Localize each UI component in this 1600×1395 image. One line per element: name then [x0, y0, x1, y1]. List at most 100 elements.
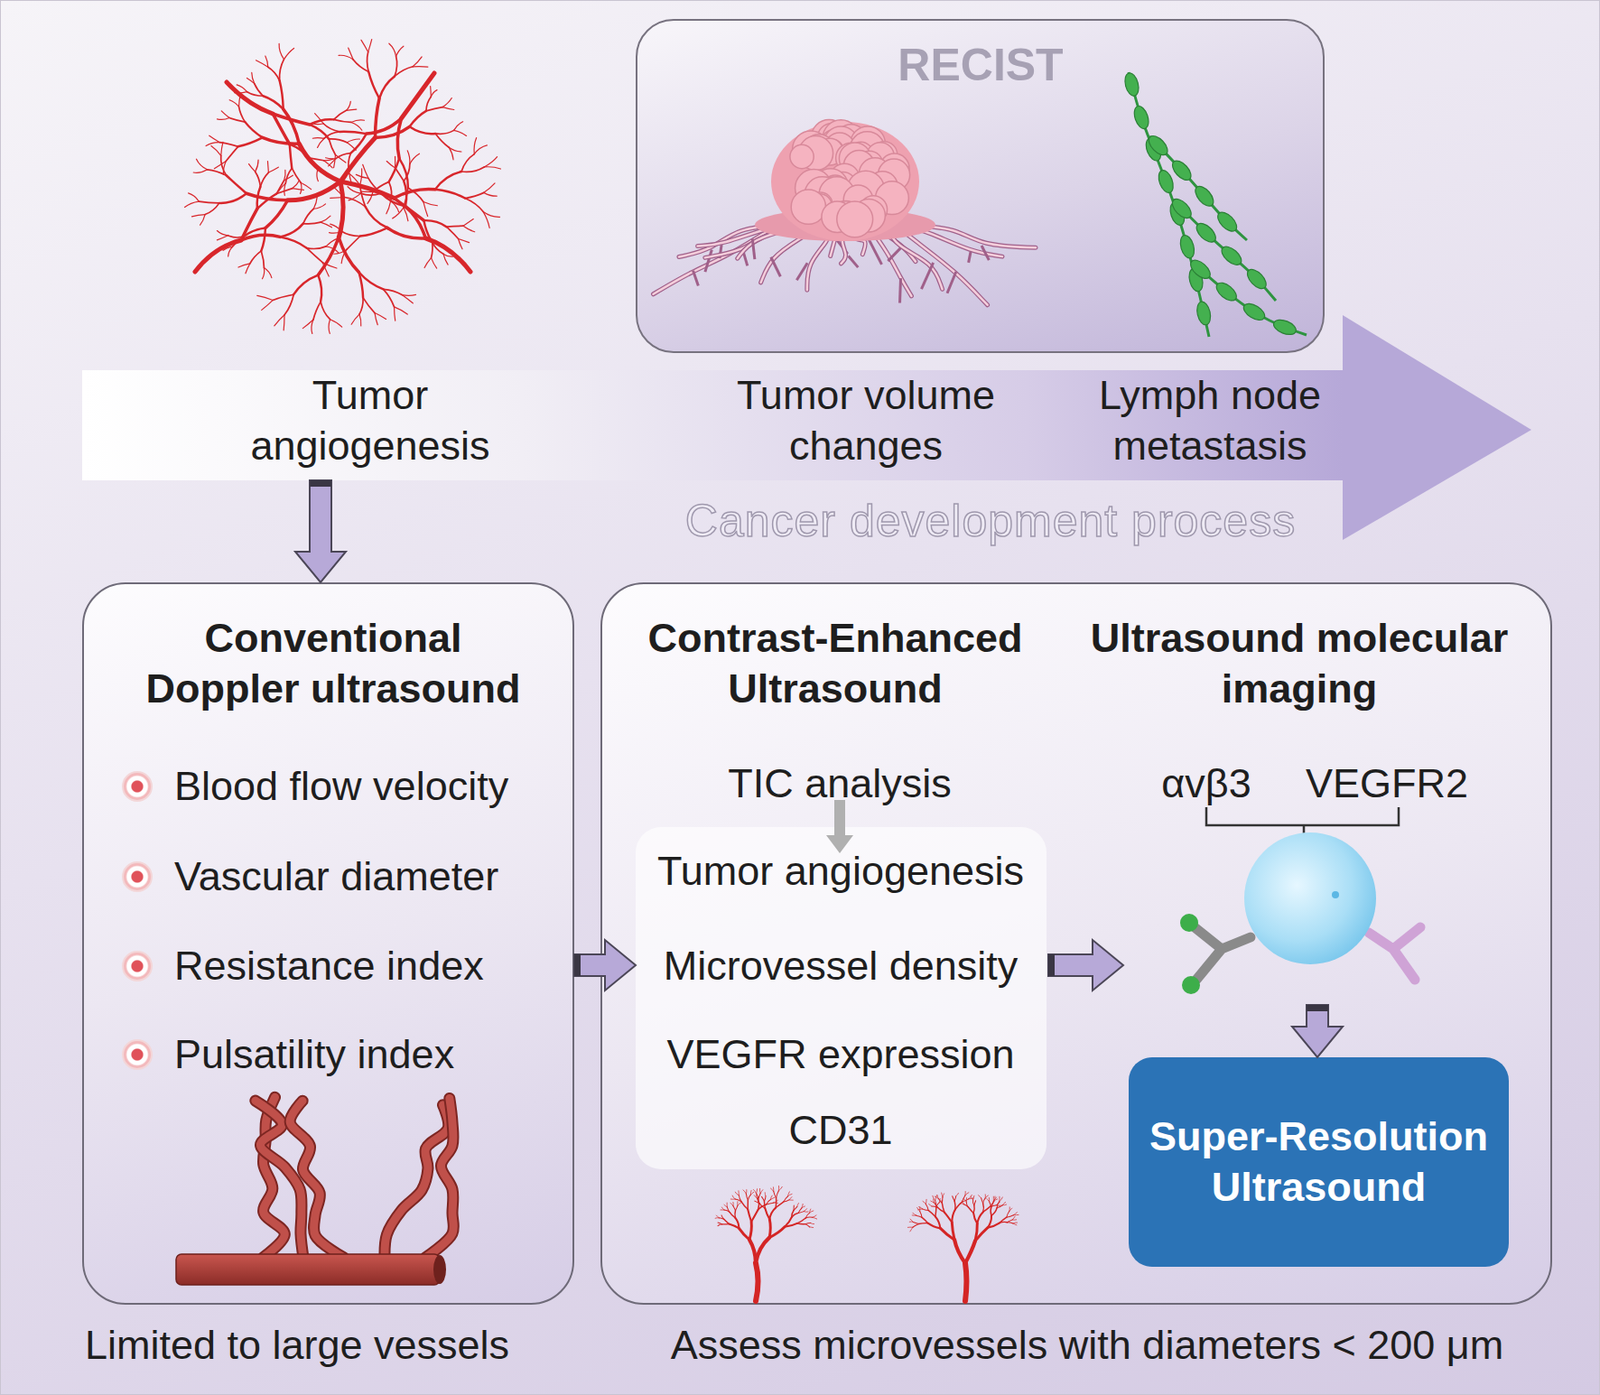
tumor-lobule	[821, 201, 854, 233]
vessel-branch	[939, 1227, 955, 1240]
vessel-branch	[185, 201, 200, 207]
vessel-branch	[783, 1196, 789, 1202]
tortuous-vessels	[176, 1097, 454, 1285]
vessel-branch	[308, 158, 325, 161]
vessel-branch	[951, 1222, 955, 1240]
vessel-branch	[241, 208, 258, 241]
vessel-branch	[734, 1210, 736, 1219]
vessel-branch	[953, 1200, 956, 1210]
vessel-branch	[995, 1201, 1000, 1205]
vessel-branch	[344, 197, 366, 207]
tumor-root	[771, 257, 782, 278]
vessel-branch	[784, 1223, 798, 1228]
vessel-branch	[317, 169, 328, 175]
tumor-lobule	[837, 201, 874, 238]
vessel-branch	[228, 235, 245, 238]
lymph-node	[1131, 103, 1152, 131]
vessel-branch	[412, 56, 422, 67]
vessel-branch	[771, 1188, 774, 1192]
vessel-branch	[238, 263, 251, 268]
vessel-branch	[292, 188, 305, 191]
tumor-root	[912, 224, 1036, 248]
arrow-tail	[1048, 954, 1055, 977]
vessel-branch	[764, 1208, 770, 1219]
vessel-branch	[734, 1218, 739, 1229]
vessel-branch	[976, 1211, 983, 1224]
vessel-branch	[426, 96, 431, 112]
vessel-branch	[805, 1217, 812, 1219]
vessel-branch	[389, 158, 400, 182]
vessel-branch	[389, 181, 392, 201]
vessel-branch	[341, 249, 347, 263]
vessel-branch	[394, 306, 396, 321]
vessel-outline	[289, 1100, 345, 1258]
tumor-lobule	[817, 122, 846, 151]
vessel-branch	[403, 187, 409, 208]
vessel-branch	[340, 181, 394, 198]
vessel-branch	[409, 111, 427, 128]
vessel-branch	[728, 1224, 739, 1229]
vessel-branch	[962, 1195, 966, 1202]
vessel-branch	[993, 1197, 996, 1201]
vessel-branch	[778, 1186, 782, 1191]
vessel-branch	[483, 167, 501, 169]
vessel-branch	[985, 1195, 988, 1199]
vessel-branch	[935, 1200, 937, 1208]
lymph-node	[1178, 233, 1198, 261]
microbubble	[1180, 832, 1421, 995]
tumor-lobule	[829, 163, 860, 194]
vessel-branch	[443, 253, 448, 265]
vessel-branch	[394, 156, 396, 168]
vessel-branch	[328, 139, 335, 156]
vessel-branch	[937, 1194, 939, 1199]
vessel-branch	[200, 214, 205, 226]
tumor-root	[679, 224, 787, 258]
vessel-branch	[324, 158, 334, 161]
vessel-branch	[399, 158, 409, 188]
vessel-branch	[732, 1195, 735, 1200]
arrow-body	[574, 939, 636, 991]
vessel-branch	[763, 1200, 766, 1209]
tumor-illustration	[653, 120, 1037, 306]
vessel-branch	[216, 235, 228, 241]
vessel-branch	[426, 107, 443, 112]
tumor-root	[807, 224, 832, 290]
tumor-root	[653, 224, 779, 295]
vessel-branch	[717, 1224, 723, 1227]
vessel-branch	[801, 1206, 806, 1209]
vessel-branch	[726, 1207, 730, 1213]
vessel-branch	[803, 1210, 809, 1213]
vessel-branch	[983, 1198, 987, 1204]
vessel-branch	[999, 1221, 1008, 1223]
vessel-branch	[328, 139, 347, 143]
vessel-branch	[1002, 1204, 1006, 1207]
vessel-branch	[1013, 1214, 1019, 1216]
vessel-branch	[423, 220, 432, 242]
vessel-branch	[335, 153, 352, 159]
antibody-tip	[1181, 976, 1200, 995]
vessel-branch	[229, 100, 239, 107]
vessel-branch	[403, 163, 410, 181]
vessel-branch	[367, 192, 373, 205]
vessel-branch	[407, 150, 410, 165]
vessel-branch	[228, 246, 233, 257]
vessel-branch	[303, 222, 321, 224]
vessel-branch	[769, 1218, 771, 1238]
vessel-branch	[267, 161, 270, 173]
vessel-branch	[265, 55, 269, 67]
lymph-node	[1145, 132, 1172, 159]
vessel-branch	[996, 1201, 1000, 1209]
vessel-branch	[793, 1206, 798, 1210]
vessel-branch	[323, 123, 340, 132]
vessel-branch	[787, 1193, 792, 1197]
vessel-branch	[974, 1200, 977, 1206]
vessel-branch	[760, 1190, 763, 1194]
vessel-branch	[791, 1209, 794, 1218]
vessel-branch	[312, 137, 325, 140]
vessel-branch	[409, 126, 437, 134]
vessel-branch	[746, 1200, 749, 1210]
tumor-root	[968, 251, 971, 263]
lymph-node	[1167, 200, 1187, 227]
vessel-branch	[347, 186, 361, 194]
vessel-branch	[721, 1207, 725, 1210]
